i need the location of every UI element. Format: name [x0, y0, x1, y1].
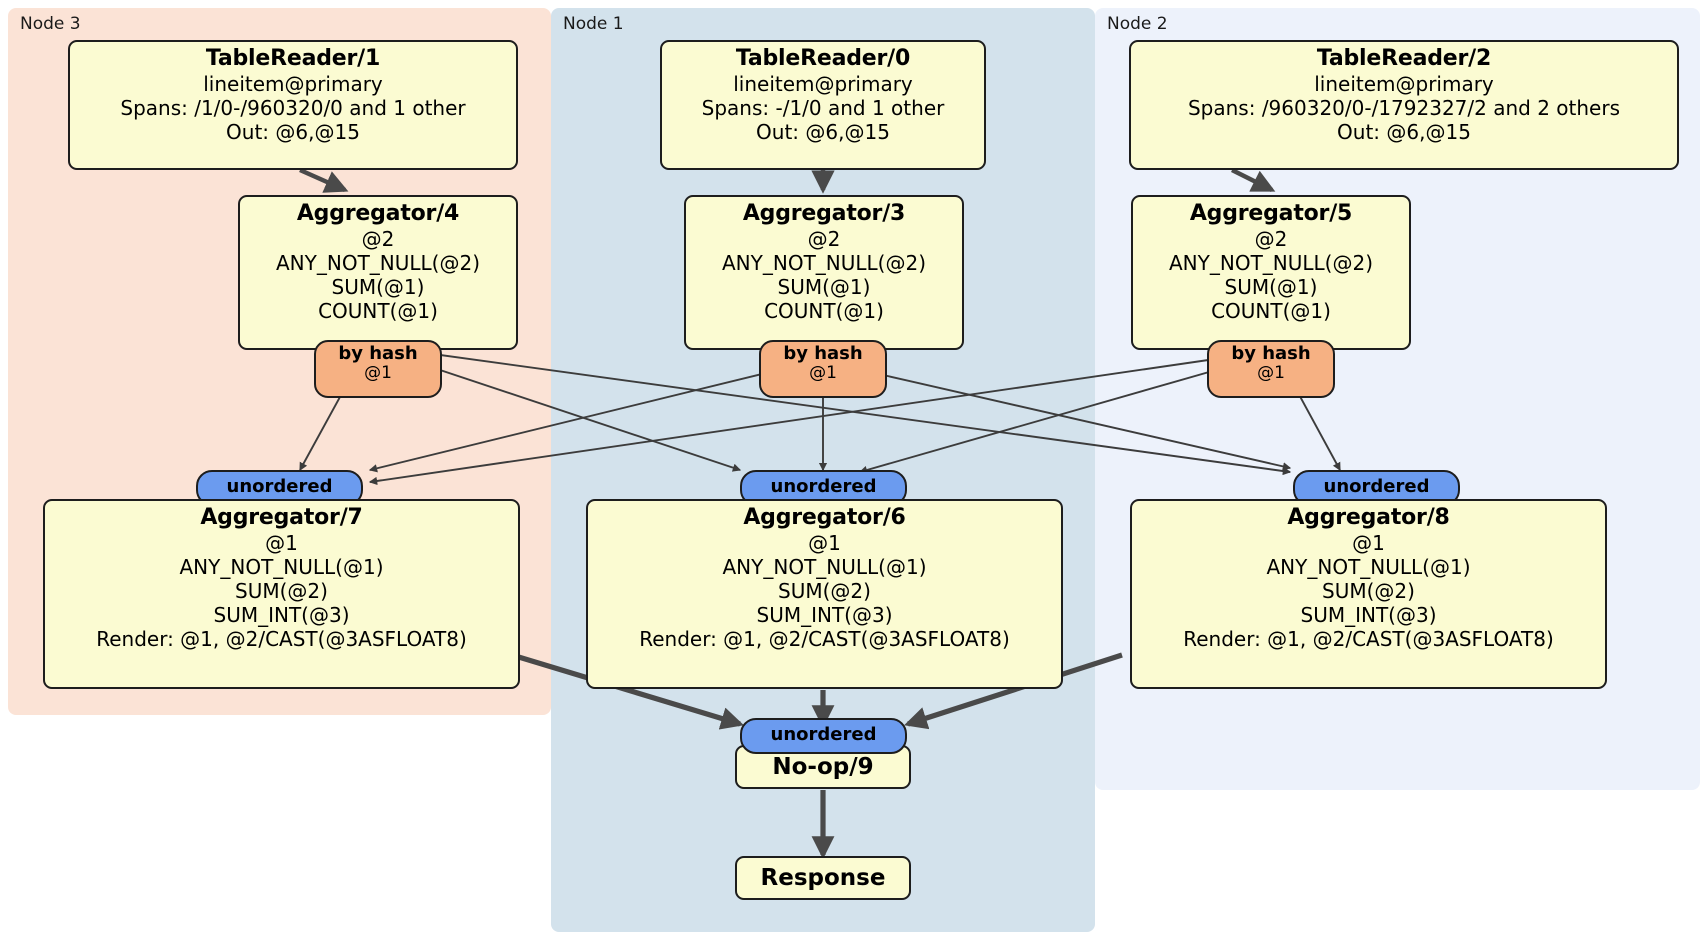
- processor-detail-line: @2: [361, 227, 395, 252]
- processor-detail-line: Render: @1, @2/CAST(@3ASFLOAT8): [96, 627, 467, 652]
- processor-tablereader2[interactable]: TableReader/2 lineitem@primary Spans: /9…: [1129, 40, 1679, 170]
- processor-detail-line: Render: @1, @2/CAST(@3ASFLOAT8): [1183, 627, 1554, 652]
- processor-tablereader1[interactable]: TableReader/1 lineitem@primary Spans: /1…: [68, 40, 518, 170]
- processor-detail-line: Spans: -/1/0 and 1 other: [701, 96, 945, 121]
- processor-detail-line: Out: @6,@15: [756, 120, 890, 145]
- processor-title: Aggregator/6: [743, 505, 906, 530]
- node-panel-label-node1: Node 1: [563, 14, 624, 34]
- processor-aggregator7[interactable]: Aggregator/7 @1 ANY_NOT_NULL(@1) SUM(@2)…: [43, 499, 520, 689]
- synchronizer-label: unordered: [770, 724, 877, 746]
- processor-detail-line: @1: [1352, 531, 1385, 556]
- router-byhash-aggregator4[interactable]: by hash @1: [314, 340, 442, 398]
- synchronizer-unordered-noop9[interactable]: unordered: [740, 718, 907, 754]
- synchronizer-label: unordered: [226, 476, 333, 498]
- processor-title: TableReader/2: [1316, 46, 1492, 71]
- processor-detail-line: SUM(@1): [1224, 275, 1318, 300]
- processor-detail-line: Spans: /960320/0-/1792327/2 and 2 others: [1187, 96, 1620, 121]
- processor-aggregator8[interactable]: Aggregator/8 @1 ANY_NOT_NULL(@1) SUM(@2)…: [1130, 499, 1607, 689]
- node-panel-label-node2: Node 2: [1107, 14, 1168, 34]
- router-sublabel: @1: [1257, 363, 1285, 384]
- processor-detail-line: Render: @1, @2/CAST(@3ASFLOAT8): [639, 627, 1010, 652]
- processor-detail-line: lineitem@primary: [733, 72, 913, 97]
- processor-detail-line: Out: @6,@15: [1337, 120, 1471, 145]
- processor-aggregator6[interactable]: Aggregator/6 @1 ANY_NOT_NULL(@1) SUM(@2)…: [586, 499, 1063, 689]
- processor-detail-line: COUNT(@1): [1211, 299, 1331, 324]
- processor-title: Aggregator/8: [1287, 505, 1450, 530]
- processor-title: Aggregator/5: [1189, 201, 1353, 226]
- processor-detail-line: ANY_NOT_NULL(@1): [179, 555, 384, 580]
- processor-title: Response: [760, 865, 886, 891]
- processor-title: No-op/9: [772, 754, 874, 780]
- processor-detail-line: @1: [265, 531, 298, 556]
- processor-detail-line: Out: @6,@15: [226, 120, 360, 145]
- processor-detail-line: ANY_NOT_NULL(@2): [722, 251, 926, 276]
- processor-detail-line: SUM(@2): [235, 579, 328, 604]
- processor-title: Aggregator/4: [296, 201, 460, 226]
- processor-tablereader0[interactable]: TableReader/0 lineitem@primary Spans: -/…: [660, 40, 986, 170]
- router-label: by hash: [783, 343, 863, 364]
- processor-detail-line: Spans: /1/0-/960320/0 and 1 other: [120, 96, 466, 121]
- processor-detail-line: SUM(@1): [777, 275, 871, 300]
- router-byhash-aggregator3[interactable]: by hash @1: [759, 340, 887, 398]
- processor-detail-line: @2: [1254, 227, 1288, 252]
- node-panel-label-node3: Node 3: [20, 14, 81, 34]
- processor-title: TableReader/1: [205, 46, 381, 71]
- processor-detail-line: ANY_NOT_NULL(@2): [276, 251, 480, 276]
- processor-detail-line: SUM(@2): [778, 579, 871, 604]
- processor-detail-line: SUM_INT(@3): [213, 603, 350, 628]
- processor-detail-line: SUM_INT(@3): [1300, 603, 1437, 628]
- processor-detail-line: lineitem@primary: [203, 72, 383, 97]
- processor-detail-line: SUM(@2): [1322, 579, 1415, 604]
- processor-detail-line: lineitem@primary: [1314, 72, 1494, 97]
- processor-aggregator3[interactable]: Aggregator/3 @2 ANY_NOT_NULL(@2) SUM(@1)…: [684, 195, 964, 350]
- synchronizer-label: unordered: [770, 476, 877, 498]
- processor-aggregator4[interactable]: Aggregator/4 @2 ANY_NOT_NULL(@2) SUM(@1)…: [238, 195, 518, 350]
- processor-detail-line: ANY_NOT_NULL(@1): [722, 555, 927, 580]
- router-sublabel: @1: [364, 363, 392, 384]
- processor-detail-line: @2: [807, 227, 841, 252]
- processor-detail-line: SUM_INT(@3): [756, 603, 893, 628]
- processor-detail-line: COUNT(@1): [318, 299, 438, 324]
- processor-aggregator5[interactable]: Aggregator/5 @2 ANY_NOT_NULL(@2) SUM(@1)…: [1131, 195, 1411, 350]
- router-label: by hash: [1231, 343, 1311, 364]
- processor-detail-line: SUM(@1): [331, 275, 425, 300]
- router-label: by hash: [338, 343, 418, 364]
- processor-title: Aggregator/3: [742, 201, 906, 226]
- processor-response[interactable]: Response: [735, 856, 911, 900]
- processor-detail-line: ANY_NOT_NULL(@1): [1266, 555, 1471, 580]
- router-byhash-aggregator5[interactable]: by hash @1: [1207, 340, 1335, 398]
- processor-title: Aggregator/7: [200, 505, 363, 530]
- processor-detail-line: COUNT(@1): [764, 299, 884, 324]
- processor-detail-line: @1: [808, 531, 841, 556]
- processor-title: TableReader/0: [735, 46, 911, 71]
- synchronizer-label: unordered: [1323, 476, 1430, 498]
- processor-detail-line: ANY_NOT_NULL(@2): [1169, 251, 1373, 276]
- router-sublabel: @1: [809, 363, 837, 384]
